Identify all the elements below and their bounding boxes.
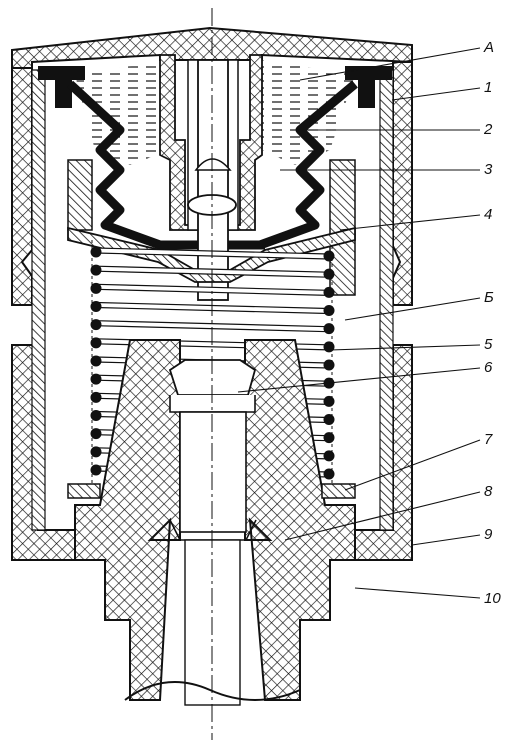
- inner-sleeve: [31, 69, 394, 531]
- seal-rings: [38, 66, 392, 108]
- spring-wire-section: [90, 319, 102, 331]
- callout-label-10: 10: [484, 590, 501, 607]
- callout-label-a: А: [483, 39, 494, 56]
- spring-wire-section: [90, 282, 102, 294]
- spring-wire-section: [323, 341, 335, 353]
- callout-leaders: [237, 47, 481, 599]
- flange-ring: [67, 483, 356, 499]
- spring-wire-section: [323, 395, 335, 407]
- spring-wire-section: [323, 305, 335, 316]
- spring-wire-section: [323, 359, 335, 371]
- guide-tube: [159, 54, 263, 301]
- spring-wire-section: [90, 446, 102, 458]
- spring-wire-section: [90, 264, 102, 276]
- spring-wire-section: [90, 428, 102, 440]
- callout-label-8: 8: [484, 483, 493, 500]
- fluid-chamber: [75, 60, 355, 165]
- spring-wire-section: [90, 301, 102, 312]
- callout-label-5: 5: [484, 336, 493, 353]
- spring-wire-section: [323, 432, 335, 444]
- spring-wire-section: [90, 464, 102, 476]
- valve-body: [74, 339, 356, 701]
- spring-wire-section: [323, 268, 335, 280]
- spring-wire-section: [323, 450, 335, 462]
- outlet-bore: [169, 411, 257, 706]
- callout-label-6: 6: [484, 359, 493, 376]
- callout-label-7: 7: [484, 431, 493, 448]
- spring-wire-section: [90, 410, 102, 421]
- spring-wire-section: [90, 391, 102, 403]
- callout-label-9: 9: [484, 526, 493, 543]
- spring-wire-section: [323, 323, 335, 335]
- callout-label-b: Б: [484, 289, 494, 306]
- spring-wire-section: [90, 355, 102, 367]
- spring-wire-section: [323, 286, 335, 298]
- callout-label-3: 3: [484, 161, 493, 178]
- spring-wire-section: [323, 414, 335, 425]
- valve-seat: [168, 359, 257, 413]
- spring-wire-section: [90, 246, 102, 258]
- callout-label-1: 1: [484, 79, 492, 96]
- support-cup: [67, 159, 356, 296]
- spring-wire-section: [90, 373, 102, 385]
- callout-label-4: 4: [484, 206, 492, 223]
- spring-wire-section: [90, 337, 102, 349]
- callout-label-2: 2: [483, 121, 493, 138]
- spring-wire-section: [323, 250, 335, 262]
- pipe-break-line: [124, 681, 301, 701]
- spring-wire-section: [323, 468, 335, 480]
